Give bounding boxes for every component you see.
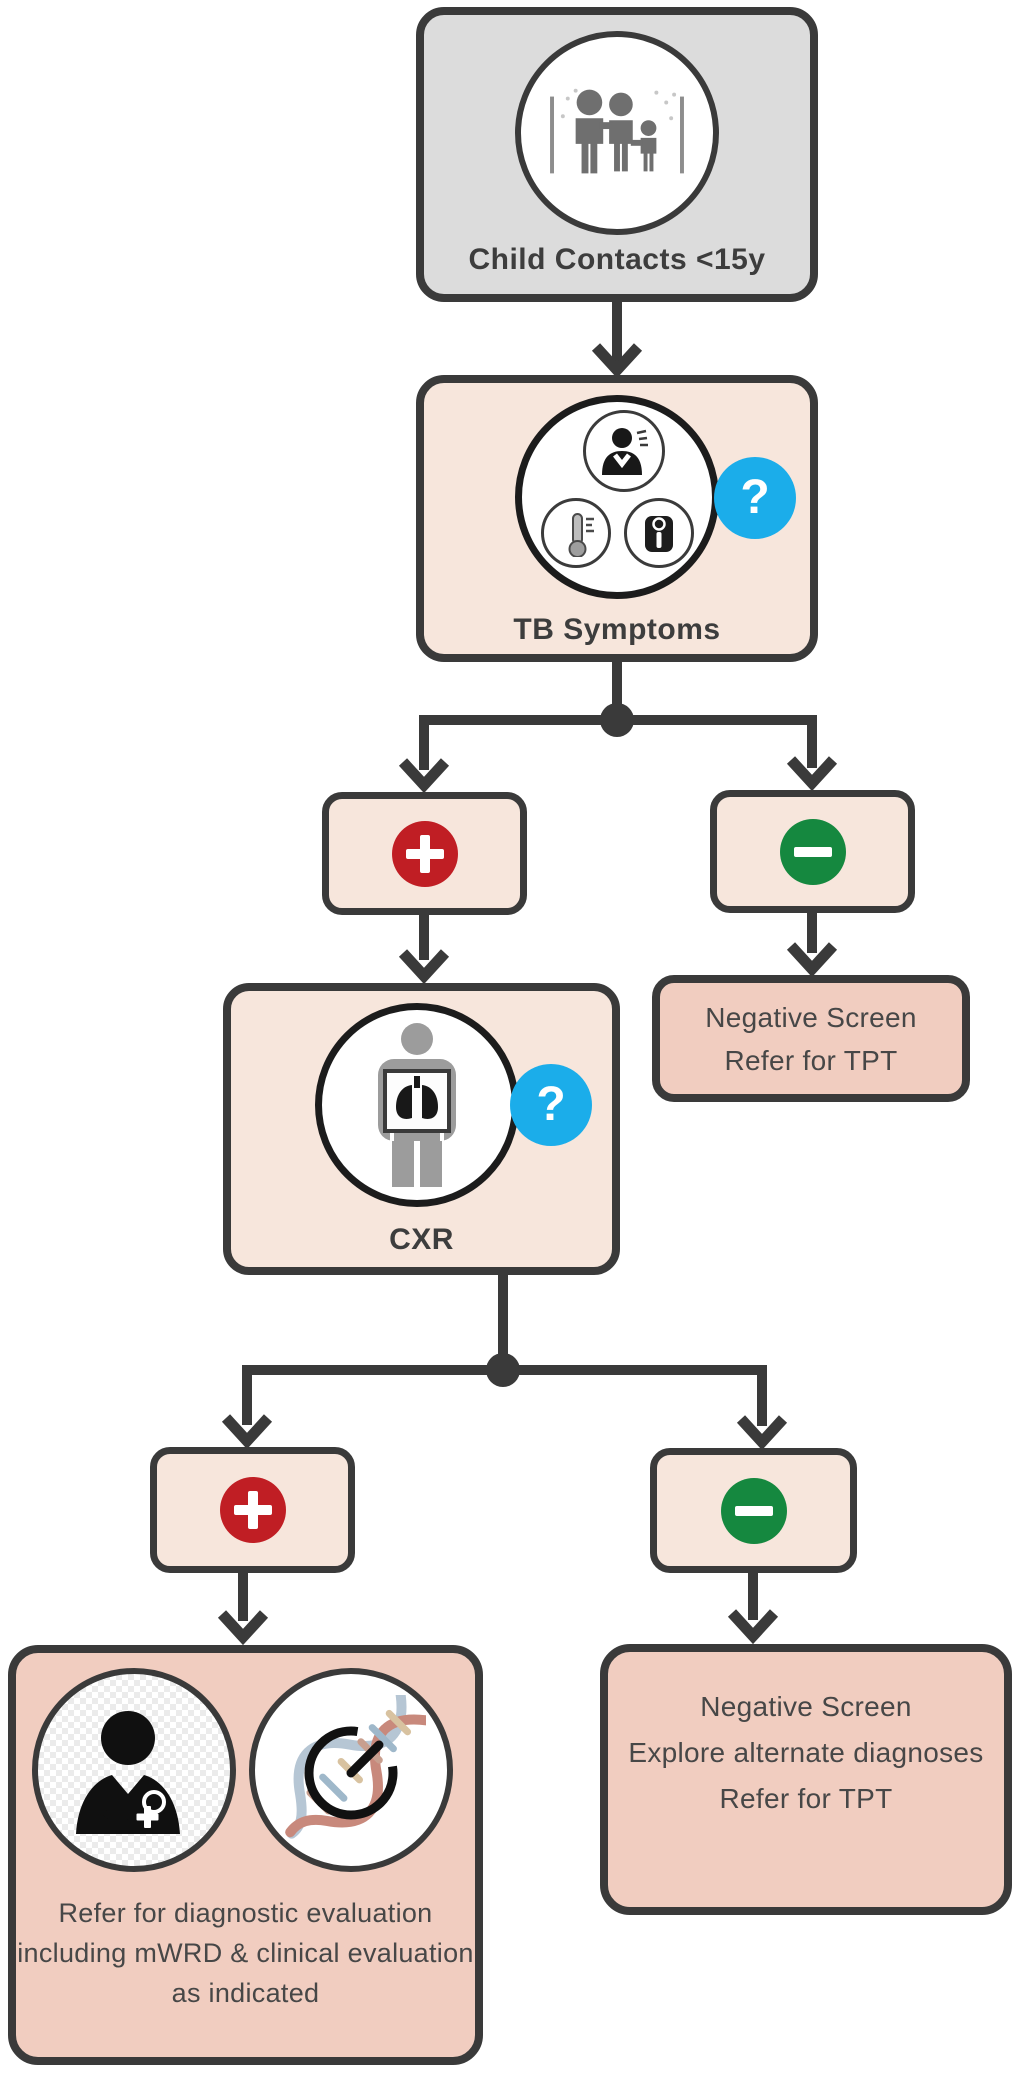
node-symptoms-negative [710,790,915,913]
cxr-label: CXR [389,1223,454,1256]
tb-symptoms-help-badge: ? [714,457,796,539]
node-cxr: ? CXR [223,983,620,1275]
cxr-help-badge: ? [510,1064,592,1146]
cough-person-icon [583,410,665,492]
refer-diagnostic-line3: as indicated [171,1978,320,2008]
edge-negative-to-negscreen [786,913,838,978]
edge-tb-branch [398,662,838,794]
node-negative-screen-explore: Negative Screen Explore alternate diagno… [600,1644,1012,1915]
child-contacts-label: Child Contacts <15y [468,243,766,276]
edge-negative-to-explore [727,1573,779,1645]
node-cxr-negative [650,1448,857,1573]
edge-positive-to-cxr [398,915,450,985]
refer-diagnostic-line2: including mWRD & clinical evaluation [17,1938,474,1968]
refer-diagnostic-line1: Refer for diagnostic evaluation [58,1898,433,1928]
negative-screen-line: Negative Screen [705,1001,917,1033]
family-icon-art [550,88,684,174]
weight-scale-icon [624,498,694,568]
edge-positive-to-refer [217,1573,269,1646]
node-child-contacts: Child Contacts <15y [416,7,818,302]
node-symptoms-positive [322,792,527,915]
edge-child-to-tb [591,302,643,379]
explore-diagnoses-line: Explore alternate diagnoses [628,1737,984,1768]
negative-icon [779,818,846,885]
negative-screen-explore-text: Negative Screen Explore alternate diagno… [608,1684,1004,1822]
refer-diagnostic-text: Refer for diagnostic evaluation includin… [16,1893,475,2013]
edge-cxr-branch [221,1275,788,1451]
refer-tpt-line: Refer for TPT [719,1783,893,1814]
thermometer-icon [541,498,611,568]
node-cxr-positive [150,1447,355,1573]
node-negative-screen-tpt: Negative Screen Refer for TPT [652,975,970,1102]
positive-icon [219,1477,286,1543]
negative-icon [720,1477,787,1544]
doctor-icon [32,1668,236,1872]
positive-icon [391,820,458,887]
tb-symptoms-label: TB Symptoms [513,613,721,646]
xray-person-icon [315,1003,519,1207]
negative-screen-line: Negative Screen [700,1691,912,1722]
node-refer-diagnostic: Refer for diagnostic evaluation includin… [8,1645,483,2065]
molecular-test-icon [249,1668,453,1872]
family-icon [515,31,719,235]
tb-symptom-icons [515,395,719,599]
node-tb-symptoms: ? TB Symptoms [416,375,818,662]
refer-tpt-line: Refer for TPT [724,1044,898,1076]
